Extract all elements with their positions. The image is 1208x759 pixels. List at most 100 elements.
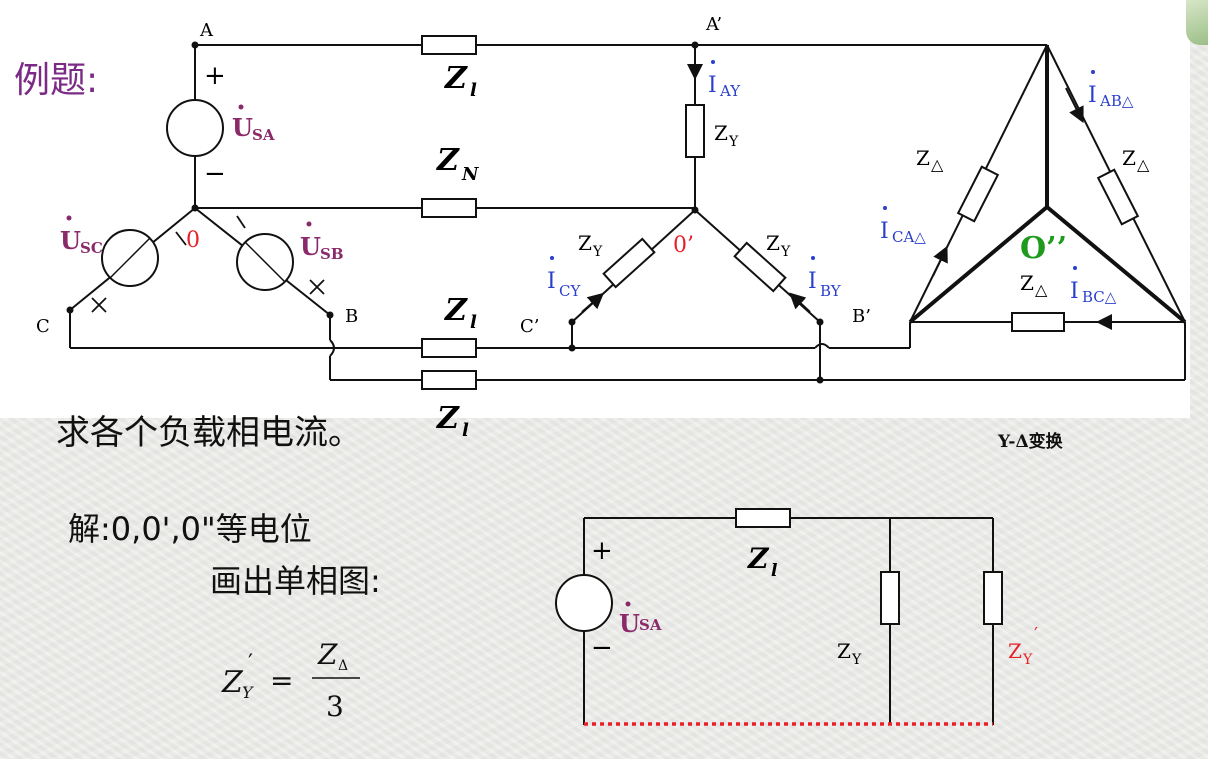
- current-iabd-label: I AB△: [1088, 70, 1134, 110]
- svg-text:N: N: [461, 164, 480, 185]
- zy-label-a: Z Y: [714, 121, 739, 150]
- svg-text:I: I: [1088, 83, 1097, 108]
- svg-text:△: △: [931, 155, 944, 174]
- svg-text:′: ′: [248, 651, 253, 676]
- svg-text:l: l: [470, 312, 477, 333]
- source-usa-circle: [166, 99, 224, 157]
- single-plus-sign: +: [591, 536, 613, 566]
- resistor-zl-c: [421, 338, 477, 358]
- svg-text:△: △: [1137, 155, 1150, 174]
- source-plus-sign: +: [204, 61, 226, 91]
- node-c-prime-label: C’: [520, 316, 540, 337]
- svg-text:l: l: [470, 80, 477, 101]
- svg-text:Z: Z: [916, 146, 930, 170]
- source-usa-label: U SA: [232, 104, 275, 144]
- node-a-label: A: [199, 20, 214, 41]
- zl-label-b: Z l: [436, 401, 469, 441]
- svg-text:Z: Z: [714, 121, 728, 145]
- svg-text:Y: Y: [592, 244, 603, 260]
- resistor-zy-b: [733, 241, 787, 293]
- zy-label-c: Z Y: [578, 231, 603, 260]
- resistor-zd-ab: [1096, 168, 1140, 226]
- svg-text:SC: SC: [80, 239, 103, 257]
- resistor-zl-single: [735, 508, 791, 528]
- svg-text:SA: SA: [252, 126, 275, 144]
- source-usc-label: U SC: [60, 215, 103, 257]
- resistor-zy-a: [685, 104, 705, 158]
- svg-text:Y: Y: [728, 134, 739, 150]
- formula: Z Y ′ = Z Δ 3: [221, 638, 360, 723]
- svg-text:SA: SA: [639, 616, 662, 634]
- node-labels: A A’ B B’ C C’: [36, 14, 871, 337]
- single-phase-circuit: [555, 508, 1003, 725]
- single-source-label: U SA: [619, 601, 662, 638]
- svg-text:I: I: [808, 269, 817, 294]
- node-zero-double-label: O’’: [1020, 231, 1067, 266]
- resistor-zn: [421, 198, 477, 218]
- svg-text:CY: CY: [559, 282, 581, 300]
- zl-label-c: Z l: [444, 293, 477, 333]
- single-zyp-label: Z Y ′: [1008, 624, 1038, 668]
- svg-text:U: U: [232, 113, 253, 142]
- resistor-zyp-single: [983, 571, 1003, 625]
- current-iby-label: I BY: [808, 256, 842, 300]
- svg-text:AB△: AB△: [1099, 92, 1134, 110]
- junction-dots: [66, 41, 824, 384]
- zy-label-b: Z Y: [766, 231, 791, 260]
- single-minus-sign: −: [591, 633, 613, 663]
- node-b-prime-label: B’: [852, 306, 871, 327]
- node-c-label: C: [36, 316, 50, 337]
- svg-text:I: I: [708, 73, 717, 98]
- svg-text:Δ: Δ: [338, 658, 348, 674]
- svg-text:CA△: CA△: [892, 228, 926, 246]
- source-usa-single-circle: [555, 574, 613, 632]
- svg-text:U: U: [619, 609, 640, 638]
- current-icad-label: I CA△: [880, 206, 926, 246]
- solution-line-1: 解:0,0',0"等电位: [68, 510, 312, 548]
- svg-text:AY: AY: [719, 82, 741, 100]
- svg-text:Z: Z: [766, 231, 780, 255]
- svg-text:Z: Z: [444, 61, 468, 96]
- transform-caption: Y-Δ变换: [997, 431, 1064, 452]
- svg-text:Z: Z: [221, 665, 244, 700]
- svg-text:SB: SB: [320, 245, 344, 263]
- svg-text:I: I: [547, 269, 556, 294]
- svg-text:Z: Z: [747, 542, 770, 575]
- current-ibcd-label: I BC△: [1070, 266, 1117, 306]
- solution-line-2: 画出单相图:: [210, 562, 381, 600]
- svg-text:Z: Z: [444, 293, 468, 328]
- svg-text:U: U: [300, 232, 321, 261]
- resistor-zl-a: [421, 35, 477, 55]
- source-usb-label: U SB: [300, 221, 344, 263]
- node-zero-prime-label: 0’: [673, 233, 694, 258]
- node-zero-label: 0: [186, 228, 200, 253]
- svg-text:Z: Z: [1008, 639, 1022, 663]
- zl-label-a: Z l: [444, 61, 477, 101]
- svg-text:=: =: [270, 664, 293, 697]
- node-a-prime-label: A’: [705, 14, 722, 35]
- resistor-zd-ca: [956, 165, 1000, 223]
- single-zy-label: Z Y: [837, 639, 862, 668]
- svg-text:Y: Y: [780, 244, 791, 260]
- leaf-decoration: [1186, 0, 1208, 45]
- svg-text:Y: Y: [851, 652, 862, 668]
- svg-text:Z: Z: [436, 401, 460, 436]
- example-label: 例题:: [14, 60, 98, 101]
- svg-text:△: △: [1035, 280, 1048, 299]
- svg-text:I: I: [1070, 279, 1079, 304]
- svg-text:Z: Z: [578, 231, 592, 255]
- svg-text:l: l: [771, 561, 778, 581]
- svg-text:Y: Y: [1022, 652, 1033, 668]
- svg-text:U: U: [60, 226, 81, 255]
- current-arrows: [581, 55, 1130, 330]
- resistor-zd-bc: [1011, 312, 1065, 332]
- node-b-label: B: [345, 306, 358, 327]
- svg-text:Z: Z: [436, 143, 460, 178]
- svg-text:l: l: [462, 420, 469, 441]
- zd-label-ca: Z △: [916, 146, 944, 174]
- svg-text:Y: Y: [242, 683, 254, 702]
- zn-label: Z N: [436, 143, 480, 185]
- svg-text:3: 3: [326, 690, 344, 723]
- svg-text:I: I: [880, 219, 889, 244]
